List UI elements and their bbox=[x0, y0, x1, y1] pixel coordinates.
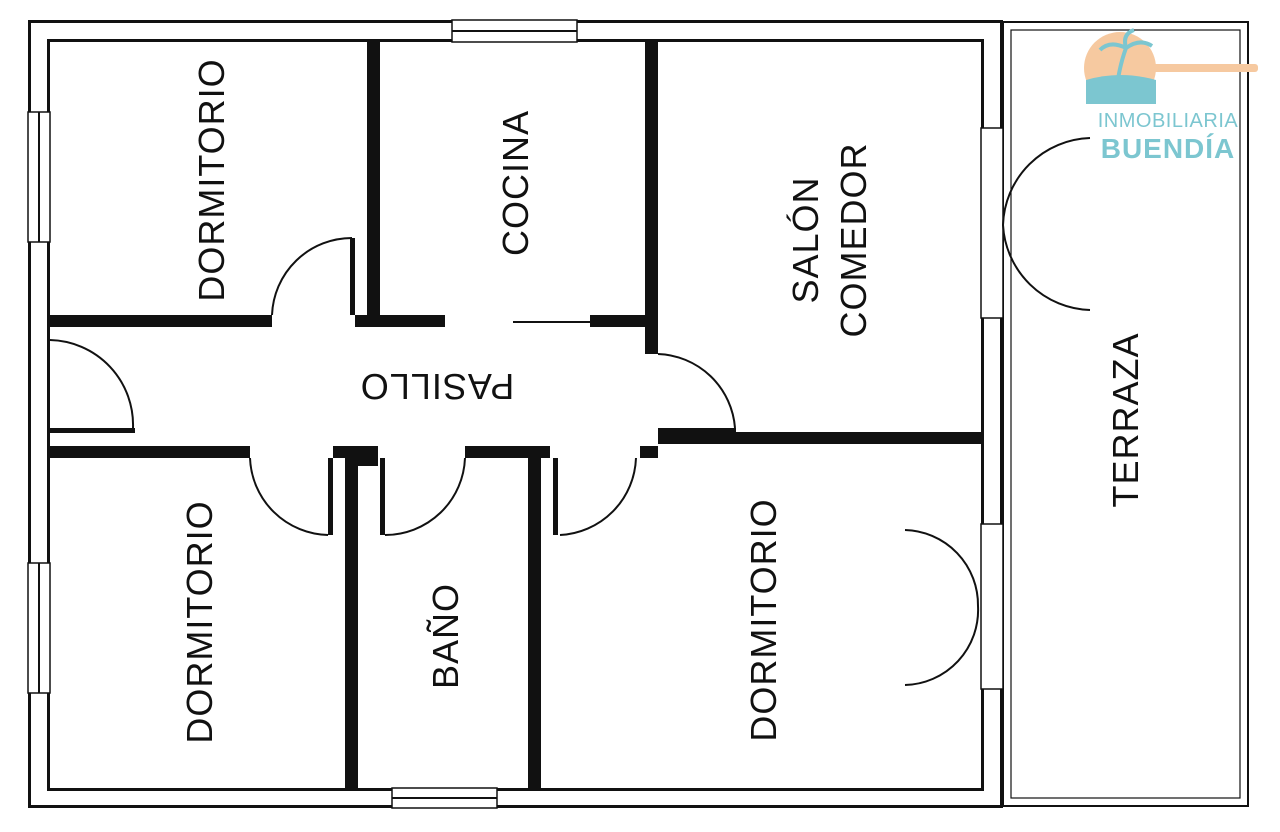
logo-line1: INMOBILIARIA bbox=[1098, 110, 1239, 132]
logo-wave-icon bbox=[1086, 75, 1156, 104]
interior-walls bbox=[50, 42, 981, 788]
room-label-bathroom: BAÑO bbox=[425, 583, 466, 689]
room-label-bedroom-bottom-left: DORMITORIO bbox=[179, 500, 220, 743]
company-logo: INMOBILIARIA BUENDÍA bbox=[1084, 28, 1258, 164]
room-label-living-dining-line1: SALÓN bbox=[785, 176, 826, 303]
room-label-living-dining-line2: COMEDOR bbox=[833, 143, 874, 338]
logo-palm-icon bbox=[1098, 28, 1154, 97]
room-label-bedroom-top-left: DORMITORIO bbox=[191, 58, 232, 301]
doors bbox=[49, 137, 1091, 686]
windows bbox=[27, 19, 1004, 809]
room-label-terrace: TERRAZA bbox=[1105, 332, 1146, 507]
logo-line2: BUENDÍA bbox=[1101, 133, 1236, 164]
room-label-bedroom-bottom-right: DORMITORIO bbox=[743, 498, 784, 741]
room-label-hallway: PASILLO bbox=[360, 366, 514, 407]
logo-key-icon bbox=[1150, 64, 1258, 72]
room-label-kitchen: COCINA bbox=[495, 110, 536, 256]
